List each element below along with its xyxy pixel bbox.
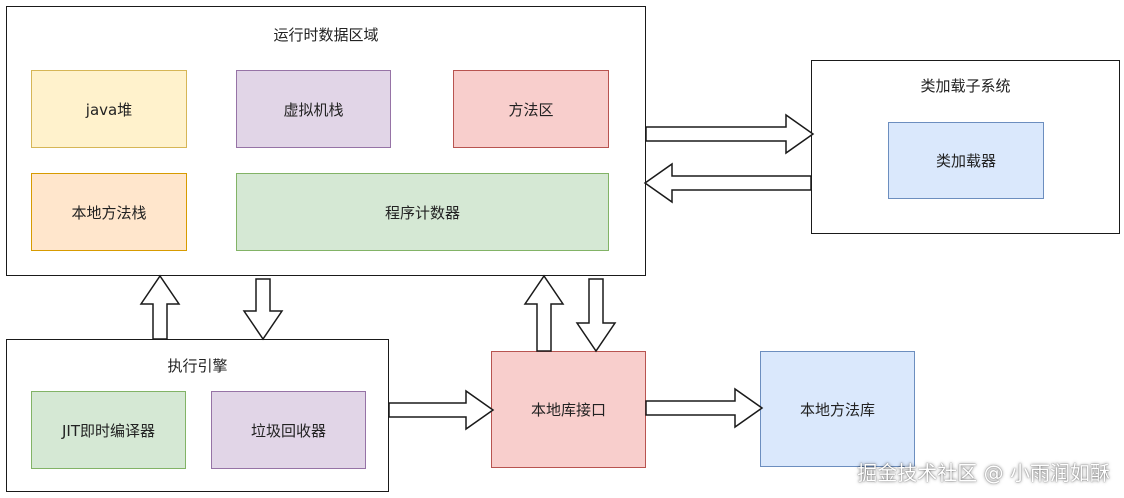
arrow-runtime-to-interface xyxy=(575,278,617,353)
watermark: 掘金技术社区 @ 小雨润如酥 xyxy=(857,461,1110,485)
native-method-stack-box: 本地方法栈 xyxy=(31,173,187,251)
class-loader-subsystem: 类加载子系统 类加载器 xyxy=(811,60,1120,234)
arrow-interface-to-library xyxy=(645,387,764,429)
arrow-engine-to-interface xyxy=(388,389,495,431)
vm-stack-box: 虚拟机栈 xyxy=(236,70,391,148)
execution-engine: 执行引擎 JIT即时编译器 垃圾回收器 xyxy=(6,339,389,492)
runtime-data-area-title: 运行时数据区域 xyxy=(273,26,379,44)
arrow-interface-to-runtime xyxy=(523,274,565,352)
class-loader-subsystem-title: 类加载子系统 xyxy=(920,77,1011,95)
native-library-box: 本地方法库 xyxy=(760,351,915,467)
arrow-engine-to-runtime xyxy=(139,274,181,340)
java-heap-box: java堆 xyxy=(31,70,187,148)
arrow-runtime-to-classloader xyxy=(645,113,815,155)
program-counter-box: 程序计数器 xyxy=(236,173,609,251)
class-loader-box: 类加载器 xyxy=(888,122,1044,199)
method-area-box: 方法区 xyxy=(453,70,609,148)
runtime-data-area: 运行时数据区域 java堆 虚拟机栈 方法区 本地方法栈 程序计数器 xyxy=(6,6,646,276)
garbage-collector-box: 垃圾回收器 xyxy=(211,391,366,469)
arrow-classloader-to-runtime xyxy=(643,162,812,204)
arrow-runtime-to-engine xyxy=(242,278,284,341)
execution-engine-title: 执行引擎 xyxy=(167,357,228,375)
jit-compiler-box: JIT即时编译器 xyxy=(31,391,186,469)
